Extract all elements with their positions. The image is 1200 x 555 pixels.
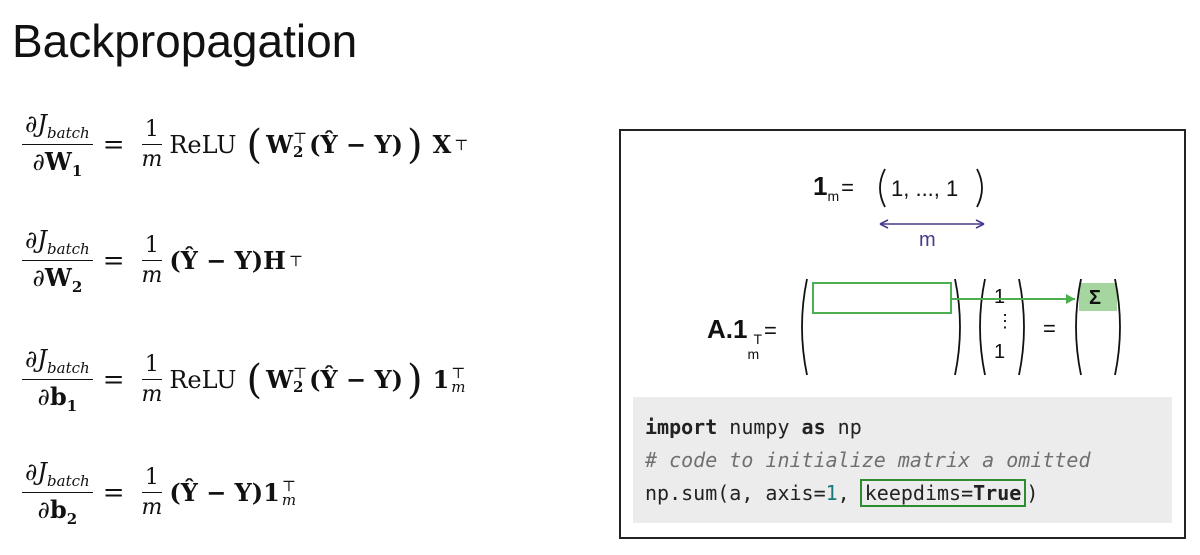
equation-dj-db1: ∂Jbatch ∂b1 = 1 m ReLU ( W⊤2 (Ŷ − Y) ) 1…: [22, 345, 466, 415]
derivative-fraction: ∂Jbatch ∂W1: [22, 110, 93, 180]
relu-function: ReLU: [169, 130, 237, 159]
equals-sign: =: [102, 129, 125, 160]
result-equals: =: [1043, 316, 1056, 341]
code-line-comment: # code to initialize matrix a omitted: [645, 448, 1091, 472]
code-line-import: import numpy as np: [645, 415, 862, 439]
coefficient: 1 m: [141, 233, 163, 289]
matrix-a: [801, 278, 961, 376]
ones-column-dots: ⋮: [996, 311, 1014, 331]
equals-sign: =: [102, 364, 125, 395]
ones-vector-label: 1m=: [813, 171, 854, 205]
ones-vector-parens: [879, 168, 983, 208]
ones-vector-values: 1, ..., 1: [891, 176, 959, 201]
derivative-fraction: ∂Jbatch ∂b1: [22, 345, 93, 415]
ones-column-top: 1: [994, 286, 1006, 308]
ones-column-bottom: 1: [994, 341, 1006, 363]
sum-symbol: Σ: [1089, 287, 1102, 309]
slide-title: Backpropagation: [12, 15, 358, 67]
coefficient: 1 m: [141, 465, 163, 521]
row-sum-arrow: [951, 294, 1075, 304]
derivative-fraction: ∂Jbatch ∂b2: [22, 458, 93, 528]
code-block: import numpy as np # code to initialize …: [633, 397, 1172, 523]
derivative-fraction: ∂Jbatch ∂W2: [22, 226, 93, 296]
coefficient: 1 m: [141, 117, 163, 173]
ones-column-parens: [979, 278, 1025, 376]
equals-sign: =: [102, 477, 125, 508]
equation-dj-dw1: ∂Jbatch ∂W1 = 1 m ReLU ( W⊤2 (Ŷ − Y) ) X…: [22, 110, 468, 180]
result-vector: [1075, 278, 1121, 376]
equation-dj-dw2: ∂Jbatch ∂W2 = 1 m (Ŷ − Y) H⊤: [22, 226, 303, 296]
coefficient: 1 m: [141, 352, 163, 408]
dimension-label: m: [919, 229, 936, 251]
code-line-sum: np.sum(a, axis=1, keepdims=True): [645, 479, 1039, 507]
equals-sign: =: [102, 245, 125, 276]
dimension-arrow: [879, 219, 985, 229]
equation-dj-db2: ∂Jbatch ∂b2 = 1 m (Ŷ − Y) 1⊤m: [22, 458, 296, 528]
keepdims-highlight: keepdims=True: [859, 479, 1027, 507]
relu-function: ReLU: [169, 365, 237, 394]
